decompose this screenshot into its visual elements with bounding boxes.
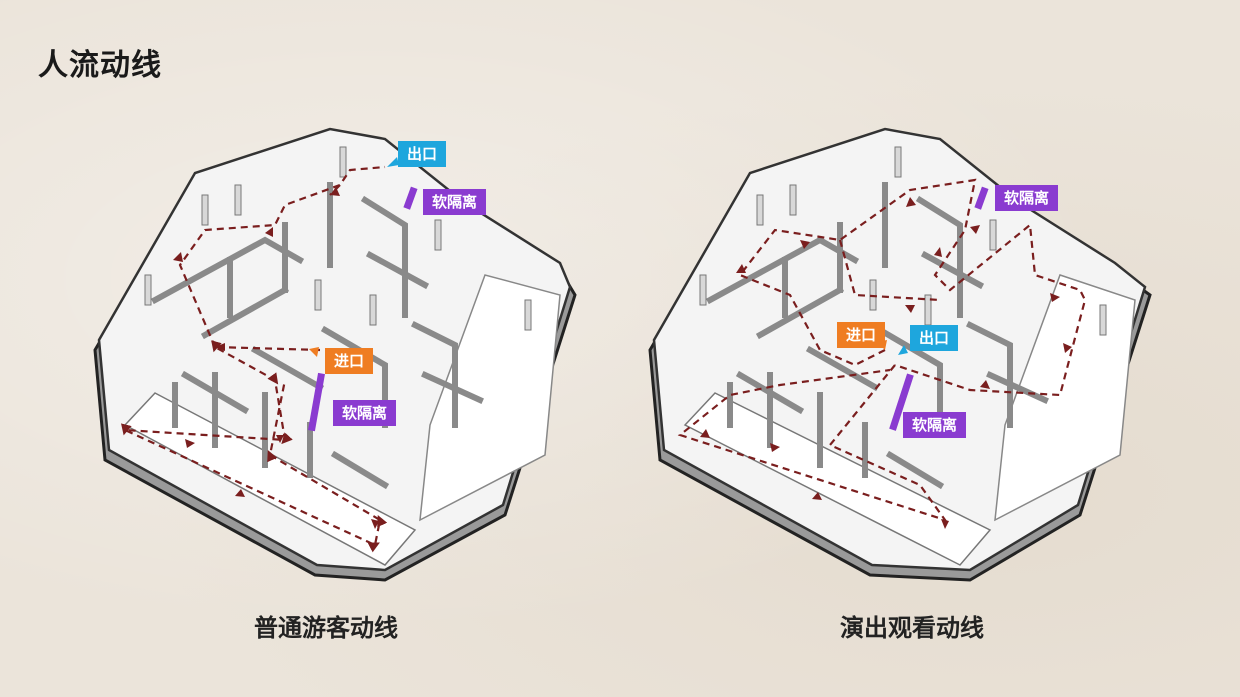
soft-isolation-label-top: 软隔离 [995, 185, 1059, 211]
visitor-route [121, 165, 388, 553]
performance-route [677, 178, 1087, 523]
building-walls [648, 127, 1152, 582]
route-arrows [700, 197, 1072, 529]
floorplan-right [648, 127, 1152, 582]
soft-isolation-bar-bottom [308, 372, 325, 432]
entry-label: 进口 [837, 322, 886, 348]
columns [144, 146, 532, 331]
page-title: 人流动线 [38, 48, 162, 83]
exit-arrow-icon [387, 157, 399, 167]
soft-isolation-bar-bottom [889, 373, 914, 431]
soft-isolation-label-top: 软隔离 [423, 189, 487, 215]
caption-general-visitors: 普通游客动线 [254, 614, 398, 642]
entry-arrow-icon [309, 347, 319, 357]
soft-isolation-label-bottom: 软隔离 [903, 412, 967, 438]
entry-label: 进口 [325, 348, 374, 374]
exit-arrow-icon [898, 345, 908, 355]
exit-label: 出口 [910, 325, 959, 351]
soft-isolation-label-bottom: 软隔离 [333, 400, 397, 426]
plan-general-visitors: 出口 软隔离 进口 软隔离 [85, 125, 605, 595]
soft-isolation-bar-top [974, 186, 989, 210]
route-arrows [173, 187, 379, 529]
exit-label: 出口 [398, 141, 447, 167]
plan-performance-viewing: 软隔离 进口 出口 软隔离 [640, 125, 1160, 595]
caption-performance-viewing: 演出观看动线 [840, 614, 984, 642]
soft-isolation-bar-top [403, 186, 418, 210]
